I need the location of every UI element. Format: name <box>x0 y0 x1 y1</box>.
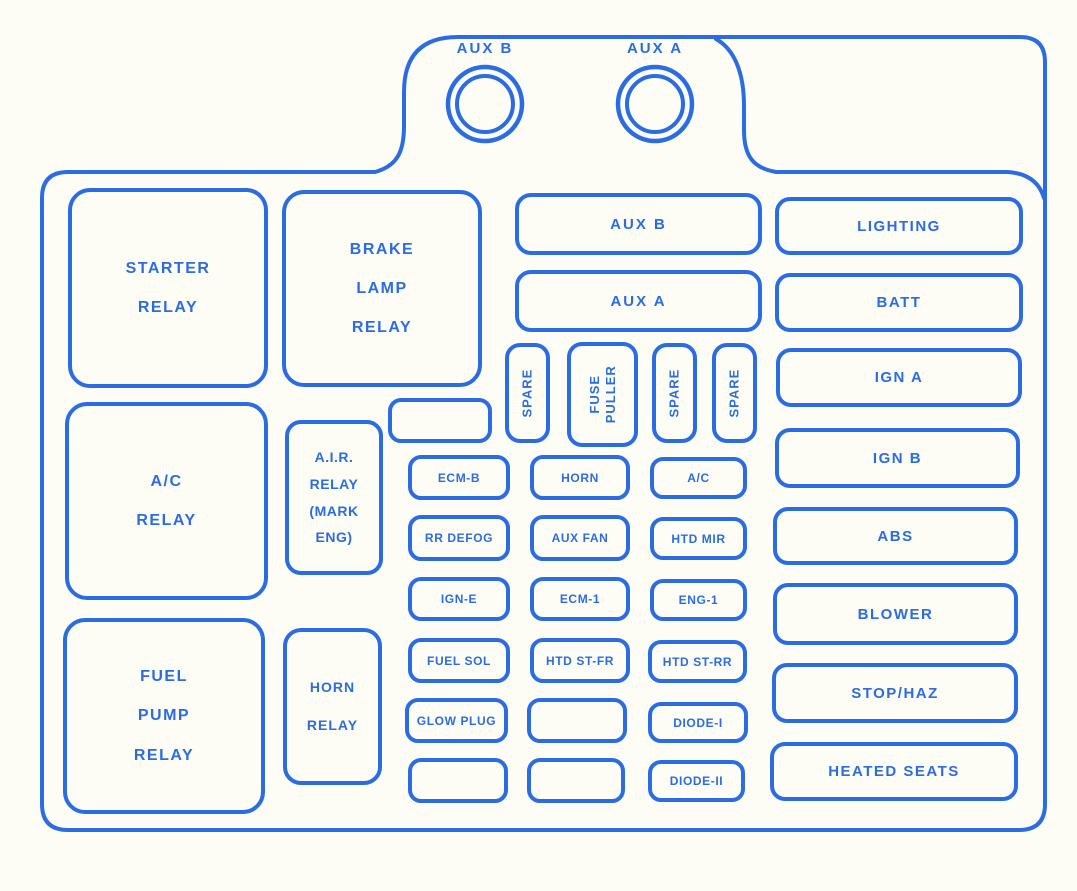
aux-a-fuse: AUX A <box>515 270 762 332</box>
fuse-blank-top <box>388 398 492 443</box>
fuel-pump-relay: FUEL PUMP RELAY <box>63 618 265 814</box>
fuse-stop-haz: STOP/HAZ <box>772 663 1018 723</box>
ac-relay: A/C RELAY <box>65 402 268 600</box>
aux-b-stud-label: AUX B <box>456 40 514 57</box>
spare-fuse-3: SPARE <box>712 343 757 443</box>
horn-relay: HORN RELAY <box>283 628 382 785</box>
brake-lamp-relay: BRAKE LAMP RELAY <box>282 190 482 387</box>
air-relay: A.I.R. RELAY (MARK ENG) <box>285 420 383 575</box>
fuse-ac: A/C <box>650 457 747 499</box>
aux-b-stud-inner <box>455 74 515 134</box>
fuse-htd-st-fr: HTD ST-FR <box>530 638 630 683</box>
fuse-aux-fan: AUX FAN <box>530 515 630 561</box>
panel-outline <box>40 35 1047 832</box>
fuse-glow-plug: GLOW PLUG <box>405 698 508 743</box>
spare-fuse-2-label: SPARE <box>666 368 682 418</box>
aux-a-stud-label: AUX A <box>626 40 684 57</box>
spare-fuse-2: SPARE <box>652 343 697 443</box>
tab-divider-line <box>714 37 1046 200</box>
fuse-htd-mir: HTD MIR <box>650 517 747 560</box>
fuse-diode-i: DIODE-I <box>648 702 748 743</box>
fuse-rr-defog: RR DEFOG <box>408 515 510 561</box>
aux-b-fuse: AUX B <box>515 193 762 255</box>
fuse-heated-seats: HEATED SEATS <box>770 742 1018 801</box>
spare-fuse-1: SPARE <box>505 343 550 443</box>
fuse-diode-ii: DIODE-II <box>648 760 745 802</box>
fuse-lighting: LIGHTING <box>775 197 1023 255</box>
fuse-horn: HORN <box>530 455 630 500</box>
fuse-blank-2 <box>408 758 508 803</box>
fuse-puller: FUSE PULLER <box>567 342 638 447</box>
aux-b-stud-outer <box>445 64 525 144</box>
spare-fuse-3-label: SPARE <box>726 368 742 418</box>
fuse-ecm-1: ECM-1 <box>530 577 630 621</box>
fuse-htd-st-rr: HTD ST-RR <box>648 640 747 683</box>
fuse-batt: BATT <box>775 273 1023 332</box>
fuse-ecm-b: ECM-B <box>408 455 510 500</box>
spare-fuse-1-label: SPARE <box>519 368 535 418</box>
fuse-ign-a: IGN A <box>776 348 1022 407</box>
fuse-ign-b: IGN B <box>775 428 1020 488</box>
fuse-blower: BLOWER <box>773 583 1018 645</box>
fuse-eng-1: ENG-1 <box>650 579 747 621</box>
fuse-fuel-sol: FUEL SOL <box>408 638 510 683</box>
fuse-blank-3 <box>527 758 625 803</box>
fuse-blank-1 <box>527 698 627 743</box>
starter-relay: STARTER RELAY <box>68 188 268 388</box>
fuse-ign-e: IGN-E <box>408 577 510 621</box>
aux-a-stud-outer <box>615 64 695 144</box>
fuse-puller-label: FUSE PULLER <box>586 365 618 424</box>
aux-a-stud-inner <box>625 74 685 134</box>
fuse-abs: ABS <box>773 507 1018 565</box>
